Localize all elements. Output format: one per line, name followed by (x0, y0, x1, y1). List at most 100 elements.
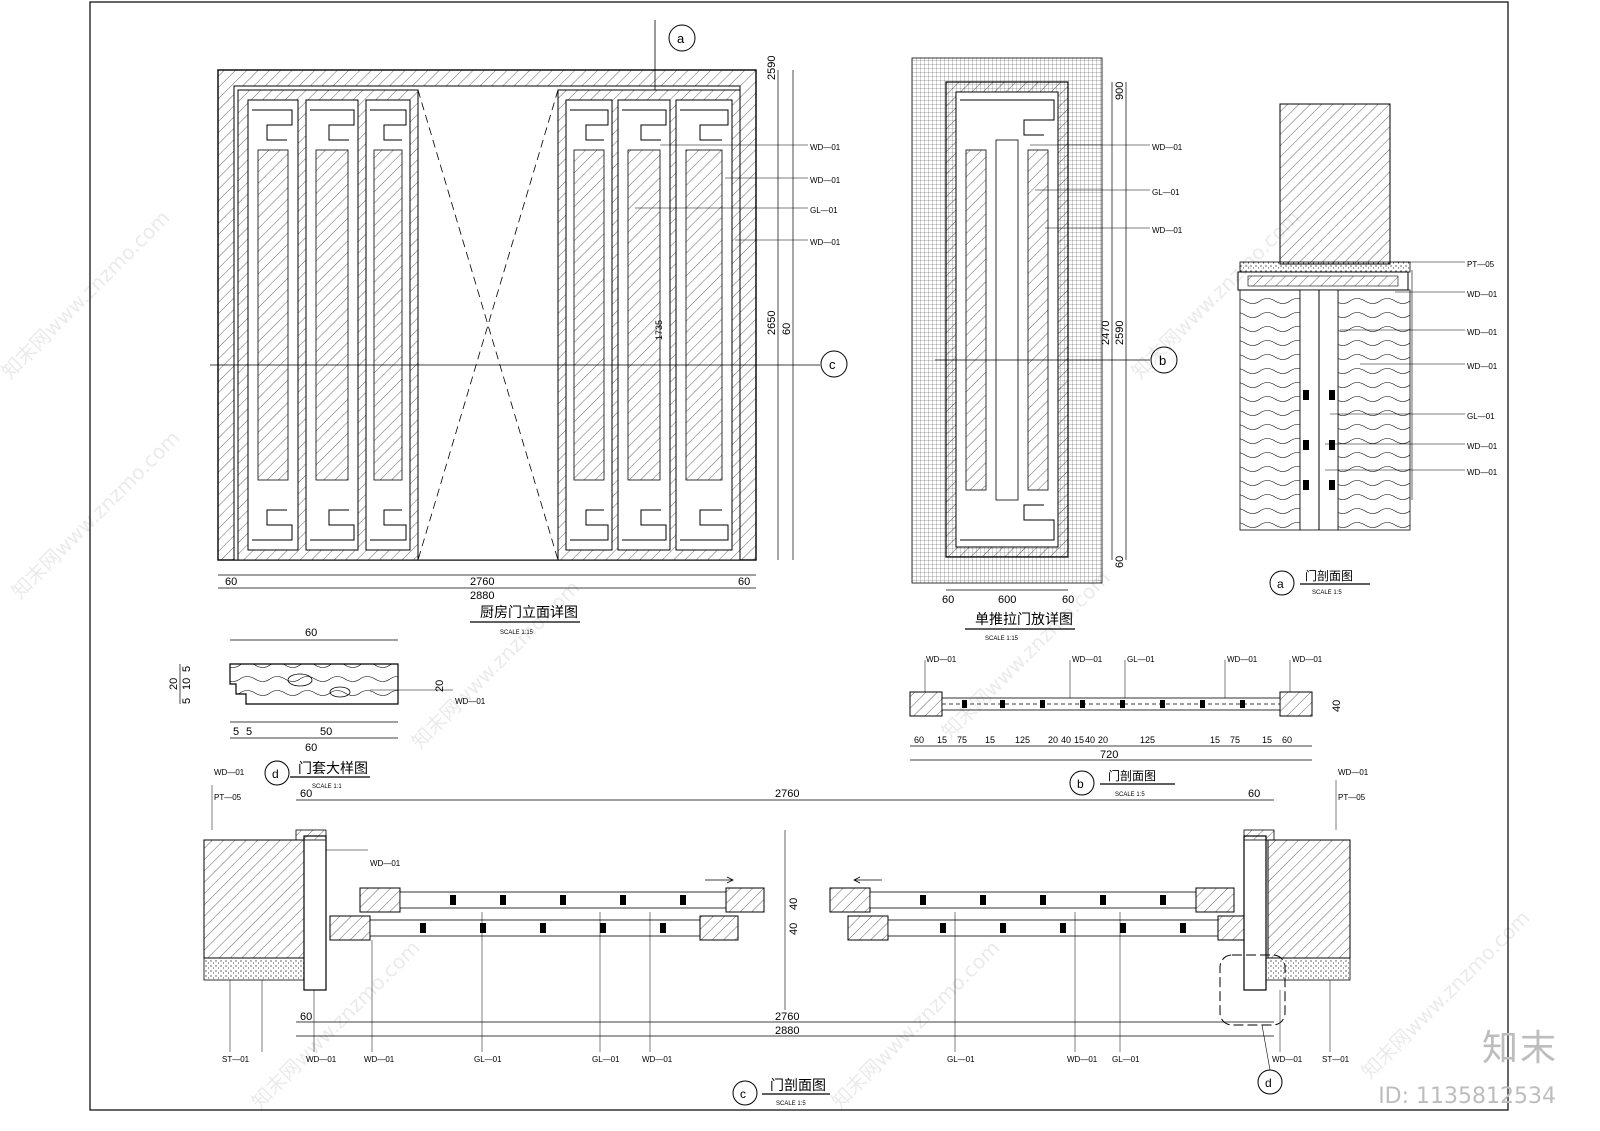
b-dim-720: 720 (1100, 749, 1118, 761)
casing-dim-5a: 5 (233, 726, 239, 738)
b-dim-1: 15 (937, 735, 947, 745)
section-a-title: 门剖面图 (1305, 568, 1353, 583)
tag-gl-c1: GL—01 (474, 1055, 502, 1064)
b-dim-9: 20 (1098, 735, 1108, 745)
tag-wd-b3: WD—01 (1227, 655, 1258, 664)
casing-dim-5b: 5 (246, 726, 252, 738)
dim-2760: 2760 (470, 576, 494, 588)
marker-b-circle (1150, 346, 1178, 374)
watermark-2: 知末网www.znzmo.com (7, 426, 185, 604)
tag-wd-a2: WD—01 (1467, 328, 1498, 337)
dim-2880: 2880 (470, 590, 494, 602)
b-dim-13: 15 (1262, 735, 1272, 745)
detail-d-symbol: d (1265, 1076, 1272, 1090)
casing-dim-60-top: 60 (305, 627, 317, 639)
b-dim-4: 125 (1015, 735, 1030, 745)
casing-dim-20-right: 20 (434, 680, 446, 692)
section-a-symbol: a (1277, 577, 1284, 591)
tag-wd-b1: WD—01 (926, 655, 957, 664)
watermark-1: 知末网www.znzmo.com (0, 206, 175, 384)
tag-st-c2: ST—01 (1322, 1055, 1350, 1064)
dim-600: 600 (998, 594, 1016, 606)
casing-detail: 60 5 5 50 60 20 5 10 5 20 WD—01 d 门套大样图 … (168, 627, 486, 790)
watermark-3: 知末网www.znzmo.com (407, 576, 585, 754)
marker-a: a (677, 31, 685, 46)
casing-dim-50: 50 (320, 726, 332, 738)
section-c-symbol: c (740, 1087, 746, 1101)
tag-wd-c3: WD—01 (642, 1055, 673, 1064)
section-c-symbol-circle (732, 1080, 758, 1106)
tag-wd-c4: WD—01 (1067, 1055, 1098, 1064)
section-c: 40 40 2760 60 60 2760 2880 60 d ST—01 WD… (203, 768, 1369, 1107)
brand-logo: 知末 (1481, 1028, 1558, 1069)
c-dim-bottom-2760: 2760 (775, 1011, 799, 1023)
kitchen-elevation-title: 厨房门立面详图 (480, 604, 578, 620)
c-dim-40a: 40 (788, 898, 800, 910)
tag-gl-c2: GL—01 (592, 1055, 620, 1064)
section-b: 60 15 75 15 125 20 40 15 40 20 125 15 75… (909, 655, 1343, 798)
b-dim-12: 75 (1230, 735, 1240, 745)
tag-gl-c3: GL—01 (947, 1055, 975, 1064)
c-dim-bottom-2880: 2880 (775, 1025, 799, 1037)
b-dim-14: 60 (1282, 735, 1292, 745)
b-dim-5: 20 (1048, 735, 1058, 745)
detail-d-circle (1257, 1069, 1283, 1095)
casing-scale: SCALE 1:1 (312, 784, 342, 790)
dim-900: 900 (1114, 82, 1126, 100)
left-door-leaves (237, 89, 419, 561)
section-b-title: 门剖面图 (1108, 768, 1156, 783)
b-dim-40: 40 (1331, 700, 1343, 712)
tag-wd-a3: WD—01 (1467, 362, 1498, 371)
casing-dim-60-bottom: 60 (305, 742, 317, 754)
tag-st-c1: ST—01 (222, 1055, 250, 1064)
casing-dim-10-left: 10 (181, 678, 193, 690)
tag-wd-b4: WD—01 (1292, 655, 1323, 664)
dim-top-60: 2590 (766, 56, 778, 80)
watermark-7: 知末网www.znzmo.com (827, 936, 1005, 1114)
dim-2590: 2650 (766, 311, 778, 335)
b-dim-8: 40 (1085, 735, 1095, 745)
tag-wd-c1: WD—01 (306, 1055, 337, 1064)
tag-wd-a1: WD—01 (1467, 290, 1498, 299)
tag-pt-a: PT—05 (1467, 260, 1495, 269)
kitchen-elevation-scale: SCALE 1:15 (500, 630, 534, 636)
section-b-scale: SCALE 1:5 (1115, 792, 1145, 798)
section-a-symbol-circle (1269, 570, 1295, 596)
tag-wd-a5: WD—01 (1467, 468, 1498, 477)
b-dim-11: 15 (1210, 735, 1220, 745)
casing-profile (229, 663, 399, 705)
dim-2650: 60 (781, 323, 793, 335)
sheet-border (89, 1, 1509, 1111)
tag-wd-b2: WD—01 (1072, 655, 1103, 664)
right-door-leaves (557, 89, 741, 561)
b-dim-2: 75 (957, 735, 967, 745)
casing-symbol: d (272, 767, 279, 781)
marker-a-circle (668, 24, 696, 52)
tag-gl-a: GL—01 (1467, 412, 1495, 421)
section-a: PT—05 WD—01 WD—01 WD—01 GL—01 WD—01 WD—0… (1237, 103, 1498, 596)
marker-b: b (1159, 353, 1166, 368)
marker-c-circle (820, 350, 848, 378)
b-dim-0: 60 (914, 735, 924, 745)
casing-dim-20-left: 20 (168, 678, 180, 690)
dim-1735: 1735 (654, 320, 664, 340)
tag-pt-c-tr: PT—05 (1338, 793, 1366, 802)
b-dim-6: 40 (1061, 735, 1071, 745)
casing-dim-5-left: 5 (181, 698, 193, 704)
tag-wd-c2: WD—01 (364, 1055, 395, 1064)
tag-wd-c-tl: WD—01 (214, 768, 245, 777)
c-dim-top-2760: 2760 (775, 788, 799, 800)
image-id: ID: 1135812534 (1378, 1084, 1556, 1109)
tag-wd-c-jamb: WD—01 (370, 859, 401, 868)
section-b-symbol-circle (1069, 770, 1095, 796)
b-dim-10: 125 (1140, 735, 1155, 745)
kitchen-door-elevation: 60 2760 2880 60 2650 60 2590 1735 WD—01 … (210, 20, 848, 636)
b-dim-3: 15 (985, 735, 995, 745)
single-sliding-door: 900 2590 2470 60 60 600 60 WD—01 GL—01 W… (911, 57, 1183, 642)
dim-left-60: 60 (225, 576, 237, 588)
tag-wd-c5: WD—01 (1272, 1055, 1303, 1064)
tag-gl-b: GL—01 (1127, 655, 1155, 664)
tag-wd-2: WD—01 (810, 176, 841, 185)
single-slide-title: 单推拉门放详图 (975, 611, 1073, 627)
tag-pt-c-tl: PT—05 (214, 793, 242, 802)
